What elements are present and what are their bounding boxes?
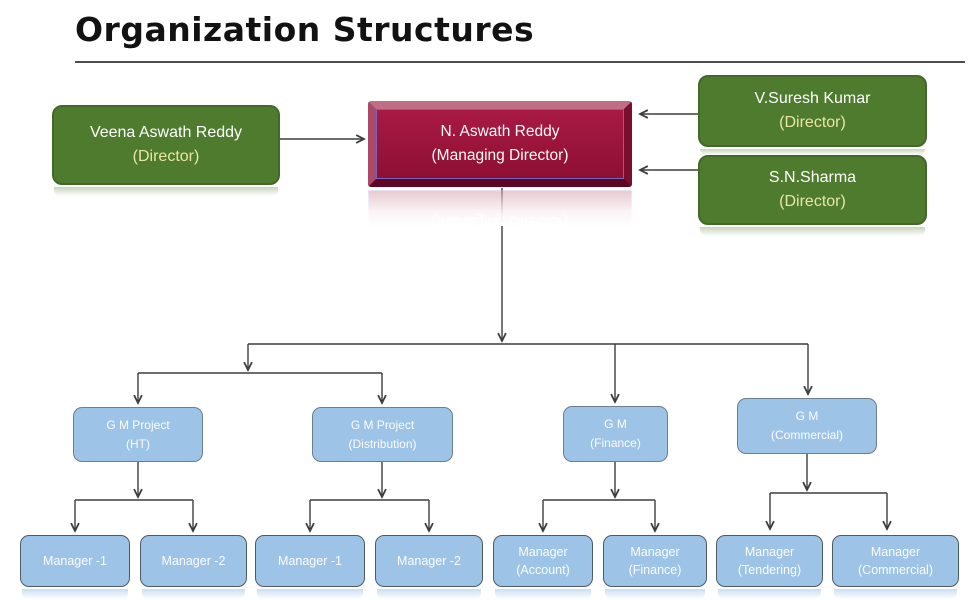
- manager-dept: (Account): [516, 563, 570, 577]
- person-role: (Director): [779, 114, 846, 131]
- person-role: (Director): [779, 193, 846, 210]
- manager-dept: (Finance): [628, 563, 682, 577]
- org-node-manager-account: Manager (Account): [493, 535, 593, 587]
- org-node-gm-project-ht: G M Project (HT): [73, 407, 203, 462]
- manager-label: Manager: [744, 544, 795, 559]
- page-title: Organization Structures: [75, 10, 535, 49]
- org-node-director-suresh: V.Suresh Kumar (Director): [698, 75, 927, 147]
- org-node-director-veena: Veena Aswath Reddy (Director): [52, 105, 280, 185]
- org-node-managing-director: N. Aswath Reddy (Managing Director): [368, 101, 632, 187]
- org-node-manager-dist-2: Manager -2: [375, 535, 483, 587]
- gm-dept: (HT): [126, 436, 150, 451]
- org-node-gm-finance: G M (Finance): [563, 406, 668, 462]
- manager-dept: (Commercial): [858, 563, 933, 577]
- person-role: (Managing Director): [431, 147, 569, 164]
- manager-label: Manager -2: [397, 553, 461, 568]
- gm-dept: (Finance): [590, 436, 641, 450]
- gm-title: G M: [795, 409, 819, 424]
- org-node-gm-project-distribution: G M Project (Distribution): [312, 407, 453, 462]
- manager-label: Manager: [518, 544, 568, 559]
- org-node-manager-ht-1: Manager -1: [20, 535, 130, 587]
- title-underline: [75, 61, 965, 63]
- org-node-director-sharma: S.N.Sharma (Director): [698, 155, 927, 225]
- person-role: (Director): [132, 148, 200, 165]
- manager-label: Manager: [870, 544, 921, 559]
- person-name: V.Suresh Kumar: [754, 90, 871, 107]
- gm-title: G M Project: [106, 417, 170, 432]
- person-name: N. Aswath Reddy: [440, 122, 560, 140]
- org-node-manager-commercial: Manager (Commercial): [832, 535, 959, 587]
- gm-title: G M Project: [350, 417, 415, 432]
- manager-label: Manager -2: [161, 553, 226, 568]
- gm-dept: (Distribution): [348, 436, 417, 451]
- manager-dept: (Tendering): [737, 563, 802, 577]
- manager-label: Manager -1: [43, 553, 107, 568]
- gm-title: G M: [604, 417, 627, 432]
- org-node-manager-finance: Manager (Finance): [603, 535, 707, 587]
- org-node-gm-commercial: G M (Commercial): [737, 398, 877, 454]
- manager-label: Manager -1: [278, 553, 342, 568]
- manager-label: Manager: [630, 544, 680, 559]
- managing-director-face: N. Aswath Reddy (Managing Director): [376, 109, 624, 179]
- gm-dept: (Commercial): [771, 428, 843, 442]
- person-name: S.N.Sharma: [768, 169, 857, 186]
- org-node-manager-dist-1: Manager -1: [255, 535, 365, 587]
- org-node-manager-tendering: Manager (Tendering): [716, 535, 823, 587]
- org-node-manager-ht-2: Manager -2: [140, 535, 247, 587]
- person-name: Veena Aswath Reddy: [89, 124, 243, 141]
